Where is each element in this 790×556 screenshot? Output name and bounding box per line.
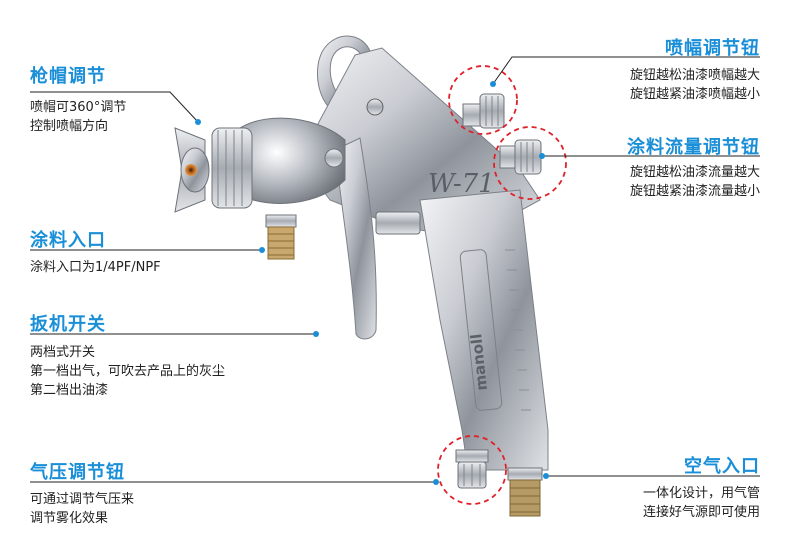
brand-mark: manoll xyxy=(467,333,491,392)
flow-knob-desc: 旋钮越松油漆流量越大 旋钮越紧油漆流量越小 xyxy=(629,165,760,199)
spray-width-knob-title: 喷幅调节钮 xyxy=(665,38,760,59)
paint-inlet-title: 涂料入口 xyxy=(30,230,106,251)
trigger-desc: 两档式开关 第一档出气，可吹去产品上的灰尘 第二档出油漆 xyxy=(30,345,226,398)
flow-knob-title: 涂料流量调节钮 xyxy=(627,137,760,158)
air-inlet-title: 空气入口 xyxy=(684,456,760,477)
spray-width-knob-desc: 旋钮越松油漆喷幅越大 旋钮越紧油漆喷幅越小 xyxy=(629,68,760,102)
spray-width-highlight xyxy=(448,65,518,135)
paint-inlet-desc: 涂料入口为1/4PF/NPF xyxy=(30,260,161,275)
pressure-knob-desc: 可通过调节气压来 调节雾化效果 xyxy=(30,492,135,526)
pressure-highlight xyxy=(437,435,507,505)
pressure-knob-title: 气压调节钮 xyxy=(30,462,125,483)
trigger-title: 扳机开关 xyxy=(30,314,106,335)
air-inlet-desc: 一体化设计，用气管 连接好气源即可使用 xyxy=(642,486,760,520)
model-mark: W-71 xyxy=(428,169,495,199)
flow-highlight xyxy=(493,126,567,200)
cap-adjust-title: 枪帽调节 xyxy=(30,66,106,87)
cap-adjust-desc: 喷帽可360°调节 控制喷幅方向 xyxy=(30,100,127,134)
